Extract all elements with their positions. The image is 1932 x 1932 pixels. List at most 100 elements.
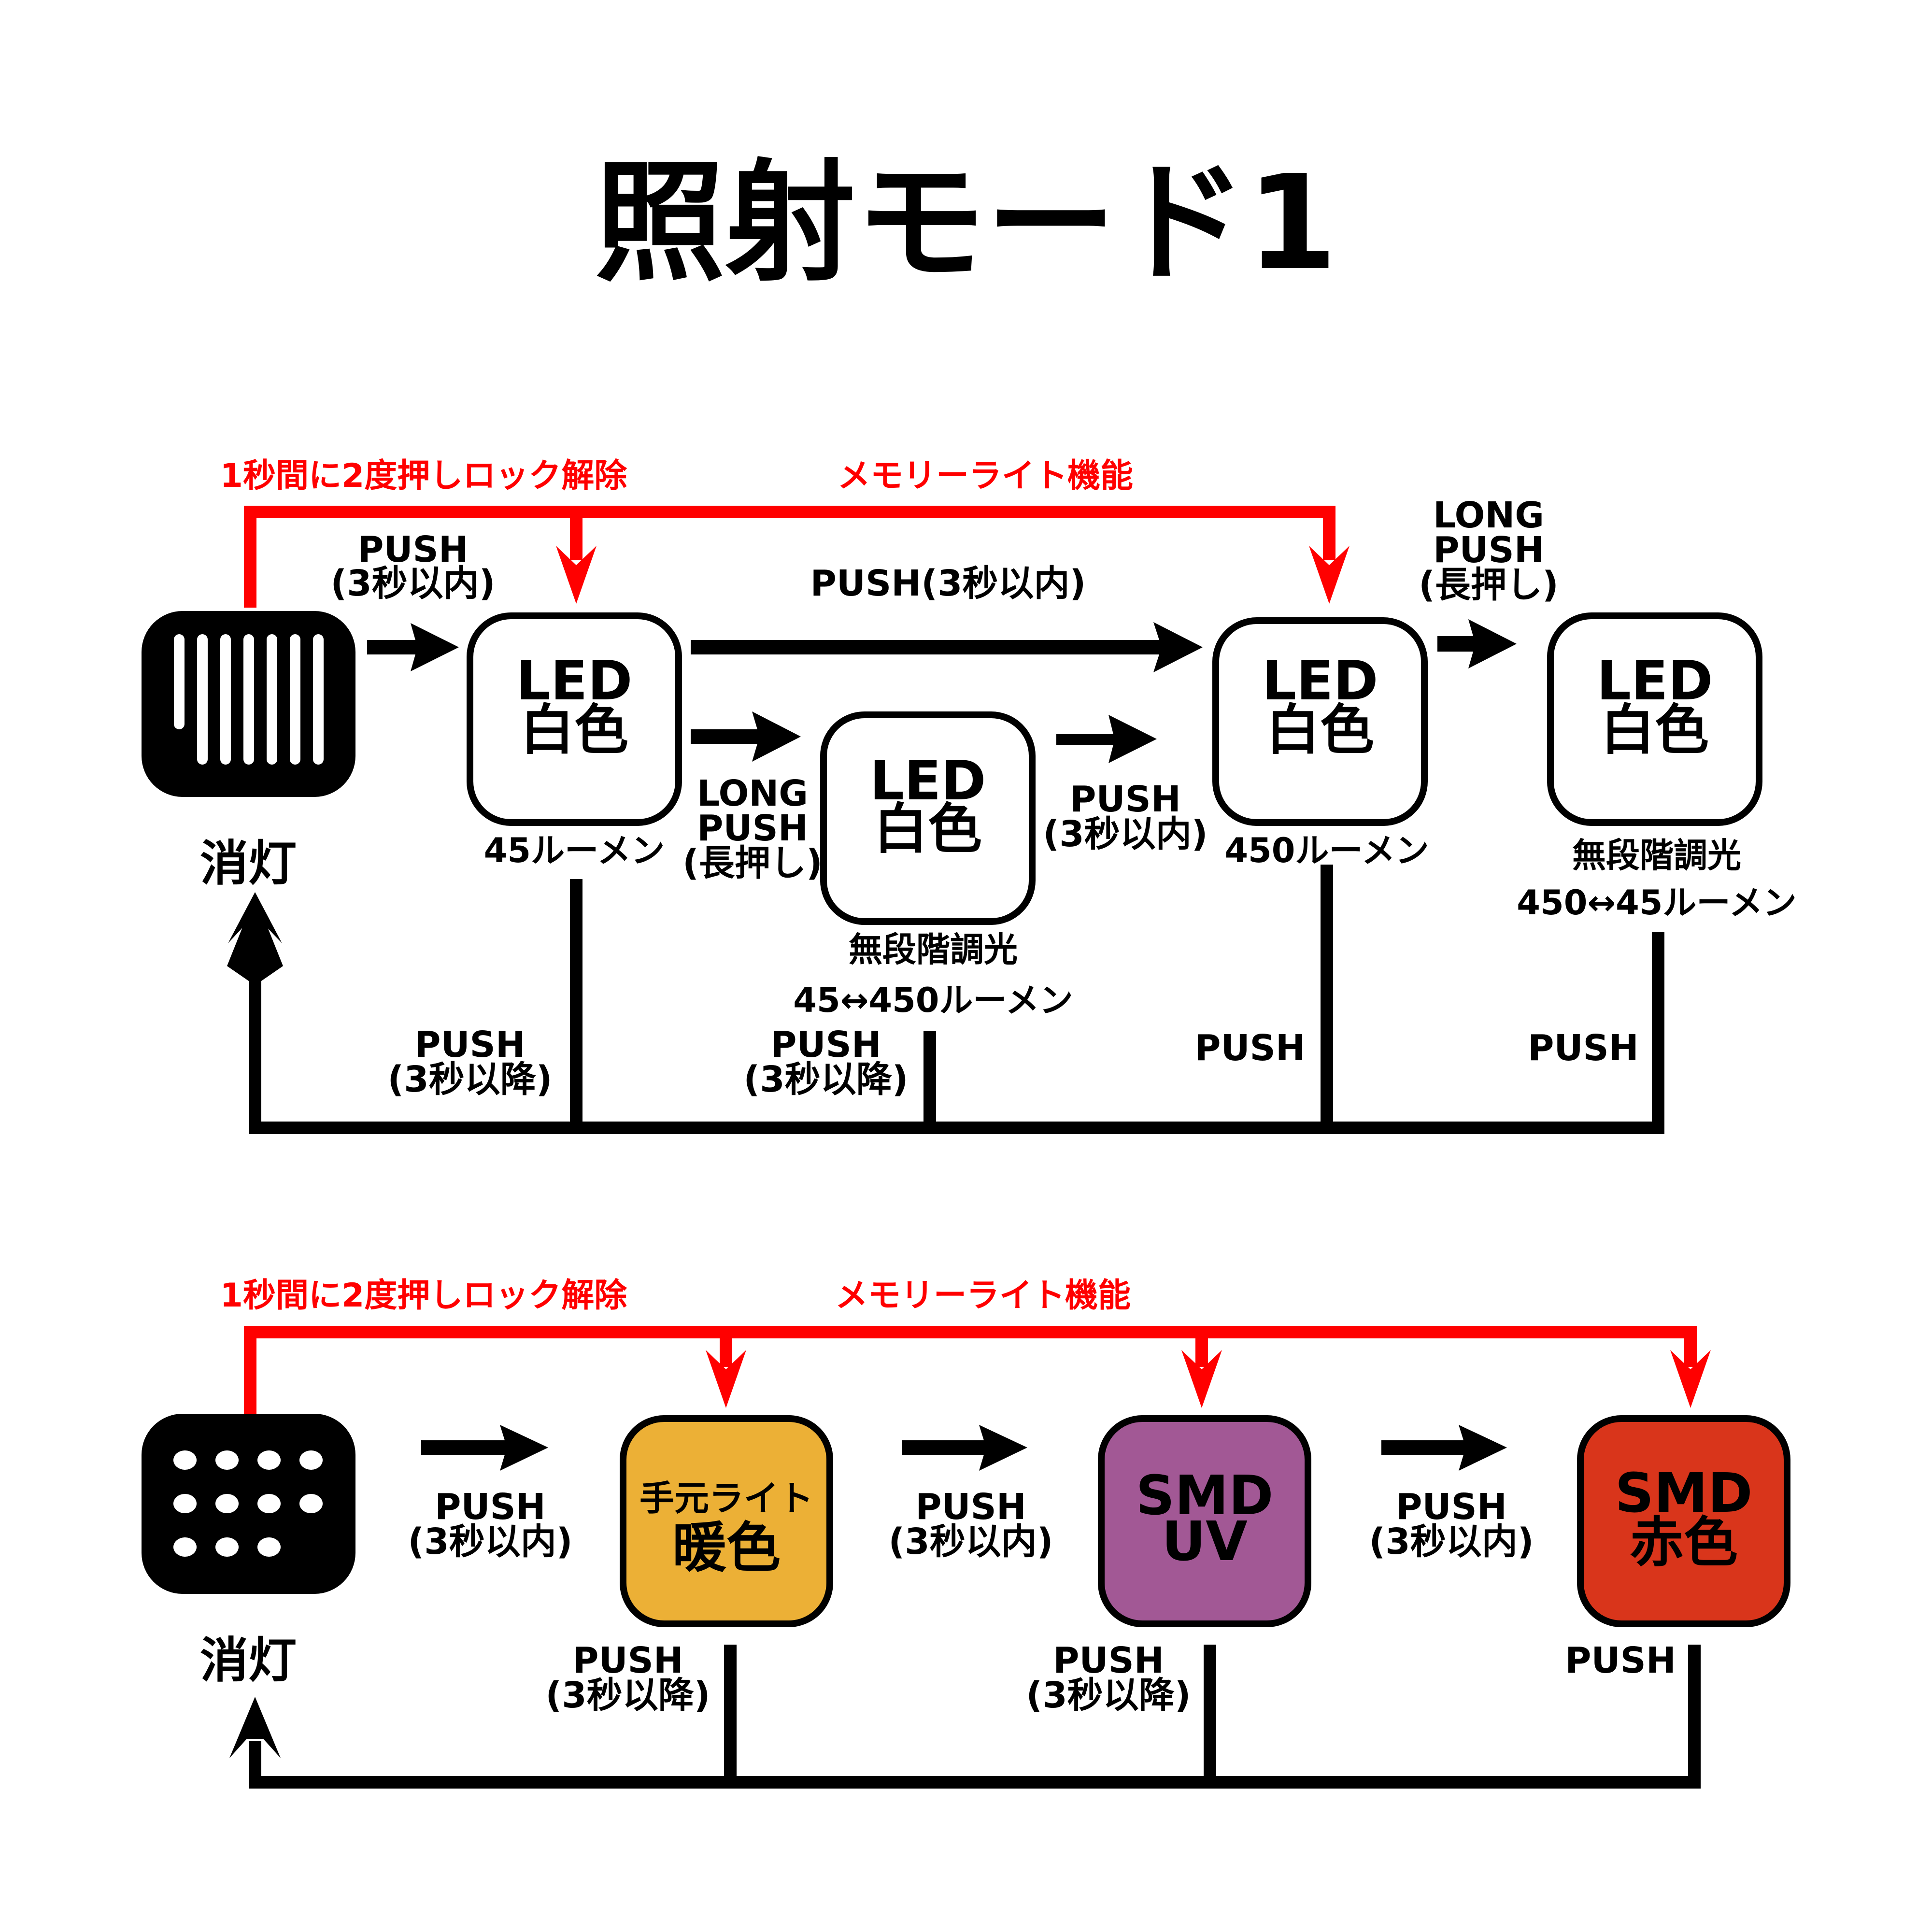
lbl-1-to-2-a: LONG xyxy=(697,773,808,814)
dot-6 xyxy=(215,1494,239,1513)
node-2-sub-2: 45↔450ルーメン xyxy=(793,980,1073,1020)
bnode-2-line1: SMD xyxy=(1136,1464,1273,1527)
dot-3 xyxy=(257,1450,281,1470)
top-return-line xyxy=(249,932,1664,1134)
node-1-sub: 45ルーメン xyxy=(484,831,665,870)
dot-2 xyxy=(215,1450,239,1470)
ret-1-a: PUSH xyxy=(414,1024,526,1065)
bnode-2-line2: UV xyxy=(1162,1510,1248,1573)
ret-2-b: (3秒以降) xyxy=(743,1059,908,1100)
bar-3 xyxy=(220,634,231,765)
lbl-2-to-3-b: (3秒以内) xyxy=(1043,813,1208,855)
bottom-node-1[interactable]: 手元ライト 暖色 xyxy=(620,1415,833,1627)
bottom-return-connector xyxy=(229,1645,1701,1789)
lbl-1-to-2-c: (長押し) xyxy=(682,842,823,884)
dot-11 xyxy=(257,1537,281,1557)
bottom-return-arrowhead xyxy=(229,1697,281,1758)
blbl-2-a: PUSH xyxy=(915,1486,1026,1528)
bottom-red-connector: 1秒間に2度押しロック解除 メモリーライト機能 xyxy=(220,1277,1711,1419)
lbl-3-to-4-c: (長押し) xyxy=(1419,564,1559,606)
dot-7 xyxy=(257,1494,281,1513)
bnode-3-line2: 赤色 xyxy=(1630,1511,1738,1574)
top-return-connector xyxy=(227,865,1664,1134)
top-node-4[interactable]: LED 白色 無段階調光 450↔45ルーメン xyxy=(1517,612,1797,923)
ret-4: PUSH xyxy=(1528,1027,1639,1069)
top-node-2[interactable]: LED 白色 無段階調光 45↔450ルーメン xyxy=(793,711,1073,1020)
top-memory-label: メモリーライト機能 xyxy=(838,457,1133,495)
top-node-3[interactable]: LED 白色 450ルーメン xyxy=(1212,617,1429,870)
top-return-arrow xyxy=(227,896,283,985)
vertical-bars-icon xyxy=(174,634,324,765)
node-1-line1: LED xyxy=(516,650,633,712)
node-3-line1: LED xyxy=(1262,650,1378,712)
lbl-2-to-3-a: PUSH xyxy=(1070,779,1181,820)
bottom-node-2[interactable]: SMD UV xyxy=(1098,1415,1311,1627)
node-4-sub-1: 無段階調光 xyxy=(1572,836,1741,875)
blbl-3-a: PUSH xyxy=(1396,1486,1507,1528)
barrow-2-to-3 xyxy=(1381,1425,1507,1471)
bret-1-b: (3秒以降) xyxy=(545,1675,710,1716)
arrow-2-to-3 xyxy=(1056,715,1157,763)
top-node-1[interactable]: LED 白色 45ルーメン xyxy=(467,612,682,870)
bottom-forward-arrows xyxy=(421,1425,1507,1471)
top-return-arrowhead xyxy=(228,892,282,943)
blbl-1-b: (3秒以内) xyxy=(408,1521,572,1563)
bar-6 xyxy=(290,634,300,765)
bar-4 xyxy=(243,634,254,765)
bottom-red-arrow-3 xyxy=(1670,1350,1711,1408)
uv-box xyxy=(1098,1415,1311,1627)
node-3-sub: 450ルーメン xyxy=(1224,831,1429,870)
node-4-line2: 白色 xyxy=(1601,699,1709,762)
bottom-node-3[interactable]: SMD 赤色 xyxy=(1577,1415,1790,1627)
top-forward-arrows xyxy=(367,619,1517,763)
blbl-2-b: (3秒以内) xyxy=(888,1521,1053,1563)
bottom-red-arrow-1 xyxy=(706,1350,746,1408)
dot-grid-icon xyxy=(173,1450,323,1557)
node-2-line1: LED xyxy=(870,750,986,812)
node-1-line2: 白色 xyxy=(520,699,628,762)
bottom-lock-label: 1秒間に2度押しロック解除 xyxy=(220,1277,628,1315)
smd-red-box xyxy=(1577,1415,1790,1627)
arrow-1-to-3 xyxy=(691,622,1203,672)
dot-9 xyxy=(173,1537,197,1557)
page-title: 照射モード1 xyxy=(595,147,1337,299)
node-3-box xyxy=(1212,617,1428,826)
barrow-1-to-2 xyxy=(902,1425,1027,1471)
top-off-label: 消灯 xyxy=(200,835,297,892)
bar-5 xyxy=(267,634,277,765)
node-2-line2: 白色 xyxy=(874,798,982,861)
top-lock-label: 1秒間に2度押しロック解除 xyxy=(220,457,628,495)
lbl-1-to-3: PUSH(3秒以内) xyxy=(810,563,1086,604)
top-red-connector: 1秒間に2度押しロック解除 メモリーライト機能 xyxy=(220,457,1350,608)
bottom-off-node[interactable]: 消灯 xyxy=(142,1414,355,1689)
node-2-sub-1: 無段階調光 xyxy=(849,930,1018,969)
bottom-return-line xyxy=(249,1645,1701,1789)
bnode-3-line1: SMD xyxy=(1615,1462,1752,1525)
ret-3: PUSH xyxy=(1194,1027,1306,1069)
lbl-off-to-1-b: (3秒以内) xyxy=(330,563,495,604)
dot-5 xyxy=(173,1494,197,1513)
bret-1-a: PUSH xyxy=(572,1640,683,1681)
node-2-box xyxy=(820,711,1036,925)
bret-2-a: PUSH xyxy=(1053,1640,1164,1681)
arrow-1-to-2 xyxy=(691,711,801,762)
bottom-diagram: 1秒間に2度押しロック解除 メモリーライト機能 消灯 手元ライト 暖色 SMD … xyxy=(142,1277,1790,1789)
warm-light-box xyxy=(620,1415,833,1627)
bar-2 xyxy=(197,634,208,765)
bar-1 xyxy=(174,634,185,729)
bottom-red-arrow-2 xyxy=(1181,1350,1222,1408)
node-1-box xyxy=(467,612,682,826)
ret-1-b: (3秒以降) xyxy=(387,1059,552,1100)
top-off-node[interactable]: 消灯 xyxy=(142,611,355,892)
dot-10 xyxy=(215,1537,239,1557)
lbl-1-to-2-b: PUSH xyxy=(697,808,808,849)
top-red-arrow-3 xyxy=(1309,546,1350,604)
bnode-1-line2: 暖色 xyxy=(672,1517,781,1579)
bottom-off-label: 消灯 xyxy=(200,1632,297,1689)
arrow-off-to-1 xyxy=(367,623,459,671)
arrow-3-to-4 xyxy=(1437,619,1517,668)
blbl-3-b: (3秒以内) xyxy=(1369,1521,1534,1563)
bar-7 xyxy=(313,634,324,765)
bottom-red-line xyxy=(244,1326,1697,1419)
